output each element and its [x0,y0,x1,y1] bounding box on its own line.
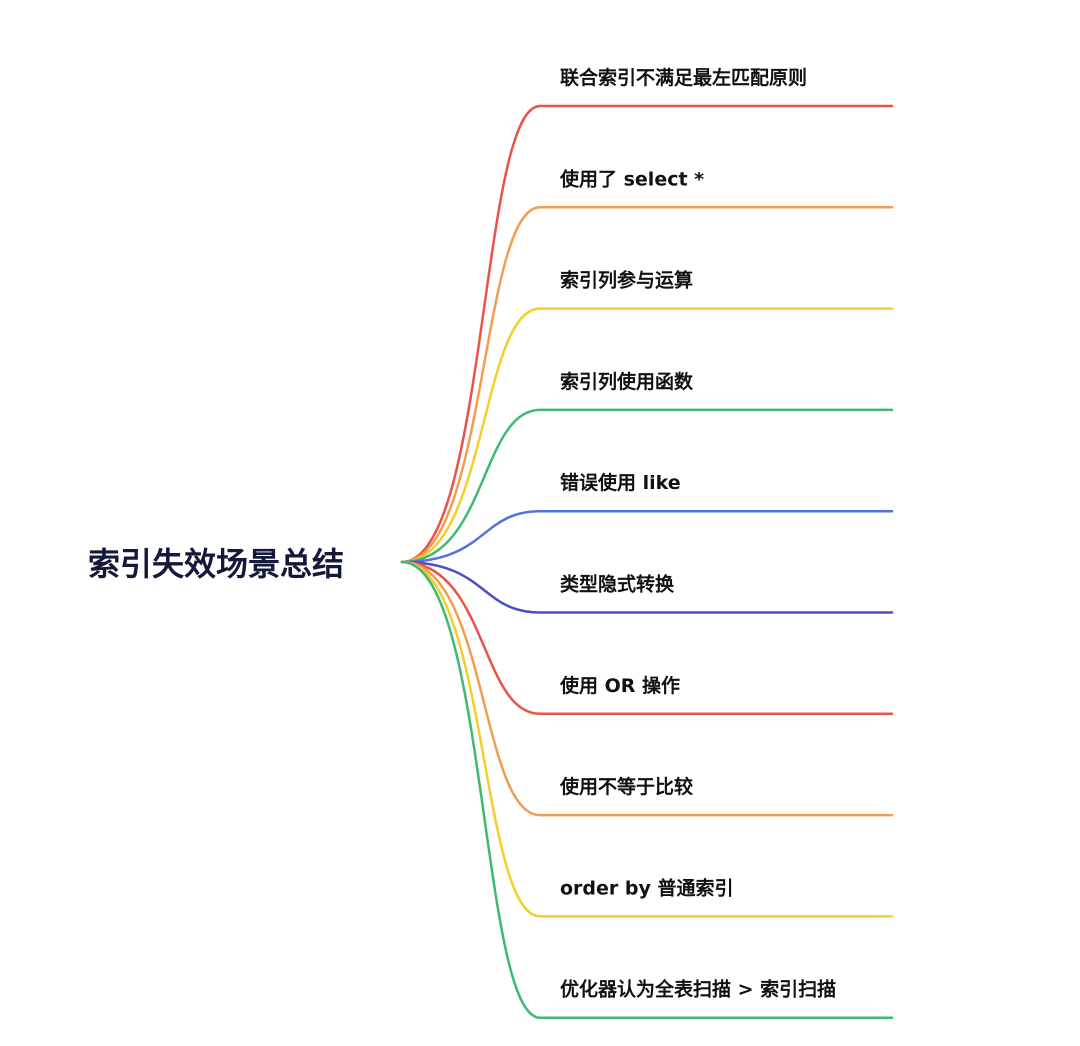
branch-connector [400,408,894,564]
branch-label: 优化器认为全表扫描 > 索引扫描 [560,978,836,1001]
branch-label: 联合索引不满足最左匹配原则 [560,66,807,89]
branch-connector [400,560,894,614]
branch-connector [400,206,894,564]
branch-connector [400,560,894,1019]
branch-label: 使用 OR 操作 [559,674,680,697]
branch-connector [400,307,894,564]
branch-connector [400,560,894,817]
branch-connector [400,560,894,918]
branch-label: order by 普通索引 [560,876,734,899]
branch-connectors [400,104,894,1019]
branch-connector [400,104,894,564]
branch-label: 使用了 select * [559,168,704,190]
root-topic: 索引失效场景总结 [88,545,344,583]
branch-connector [400,560,894,716]
branch-label: 类型隐式转换 [560,573,675,596]
branch-label: 索引列使用函数 [560,370,694,393]
branch-label: 使用不等于比较 [559,775,693,798]
branch-label: 错误使用 like [560,471,681,494]
branch-connector [400,509,894,564]
branch-label: 索引列参与运算 [560,269,693,292]
